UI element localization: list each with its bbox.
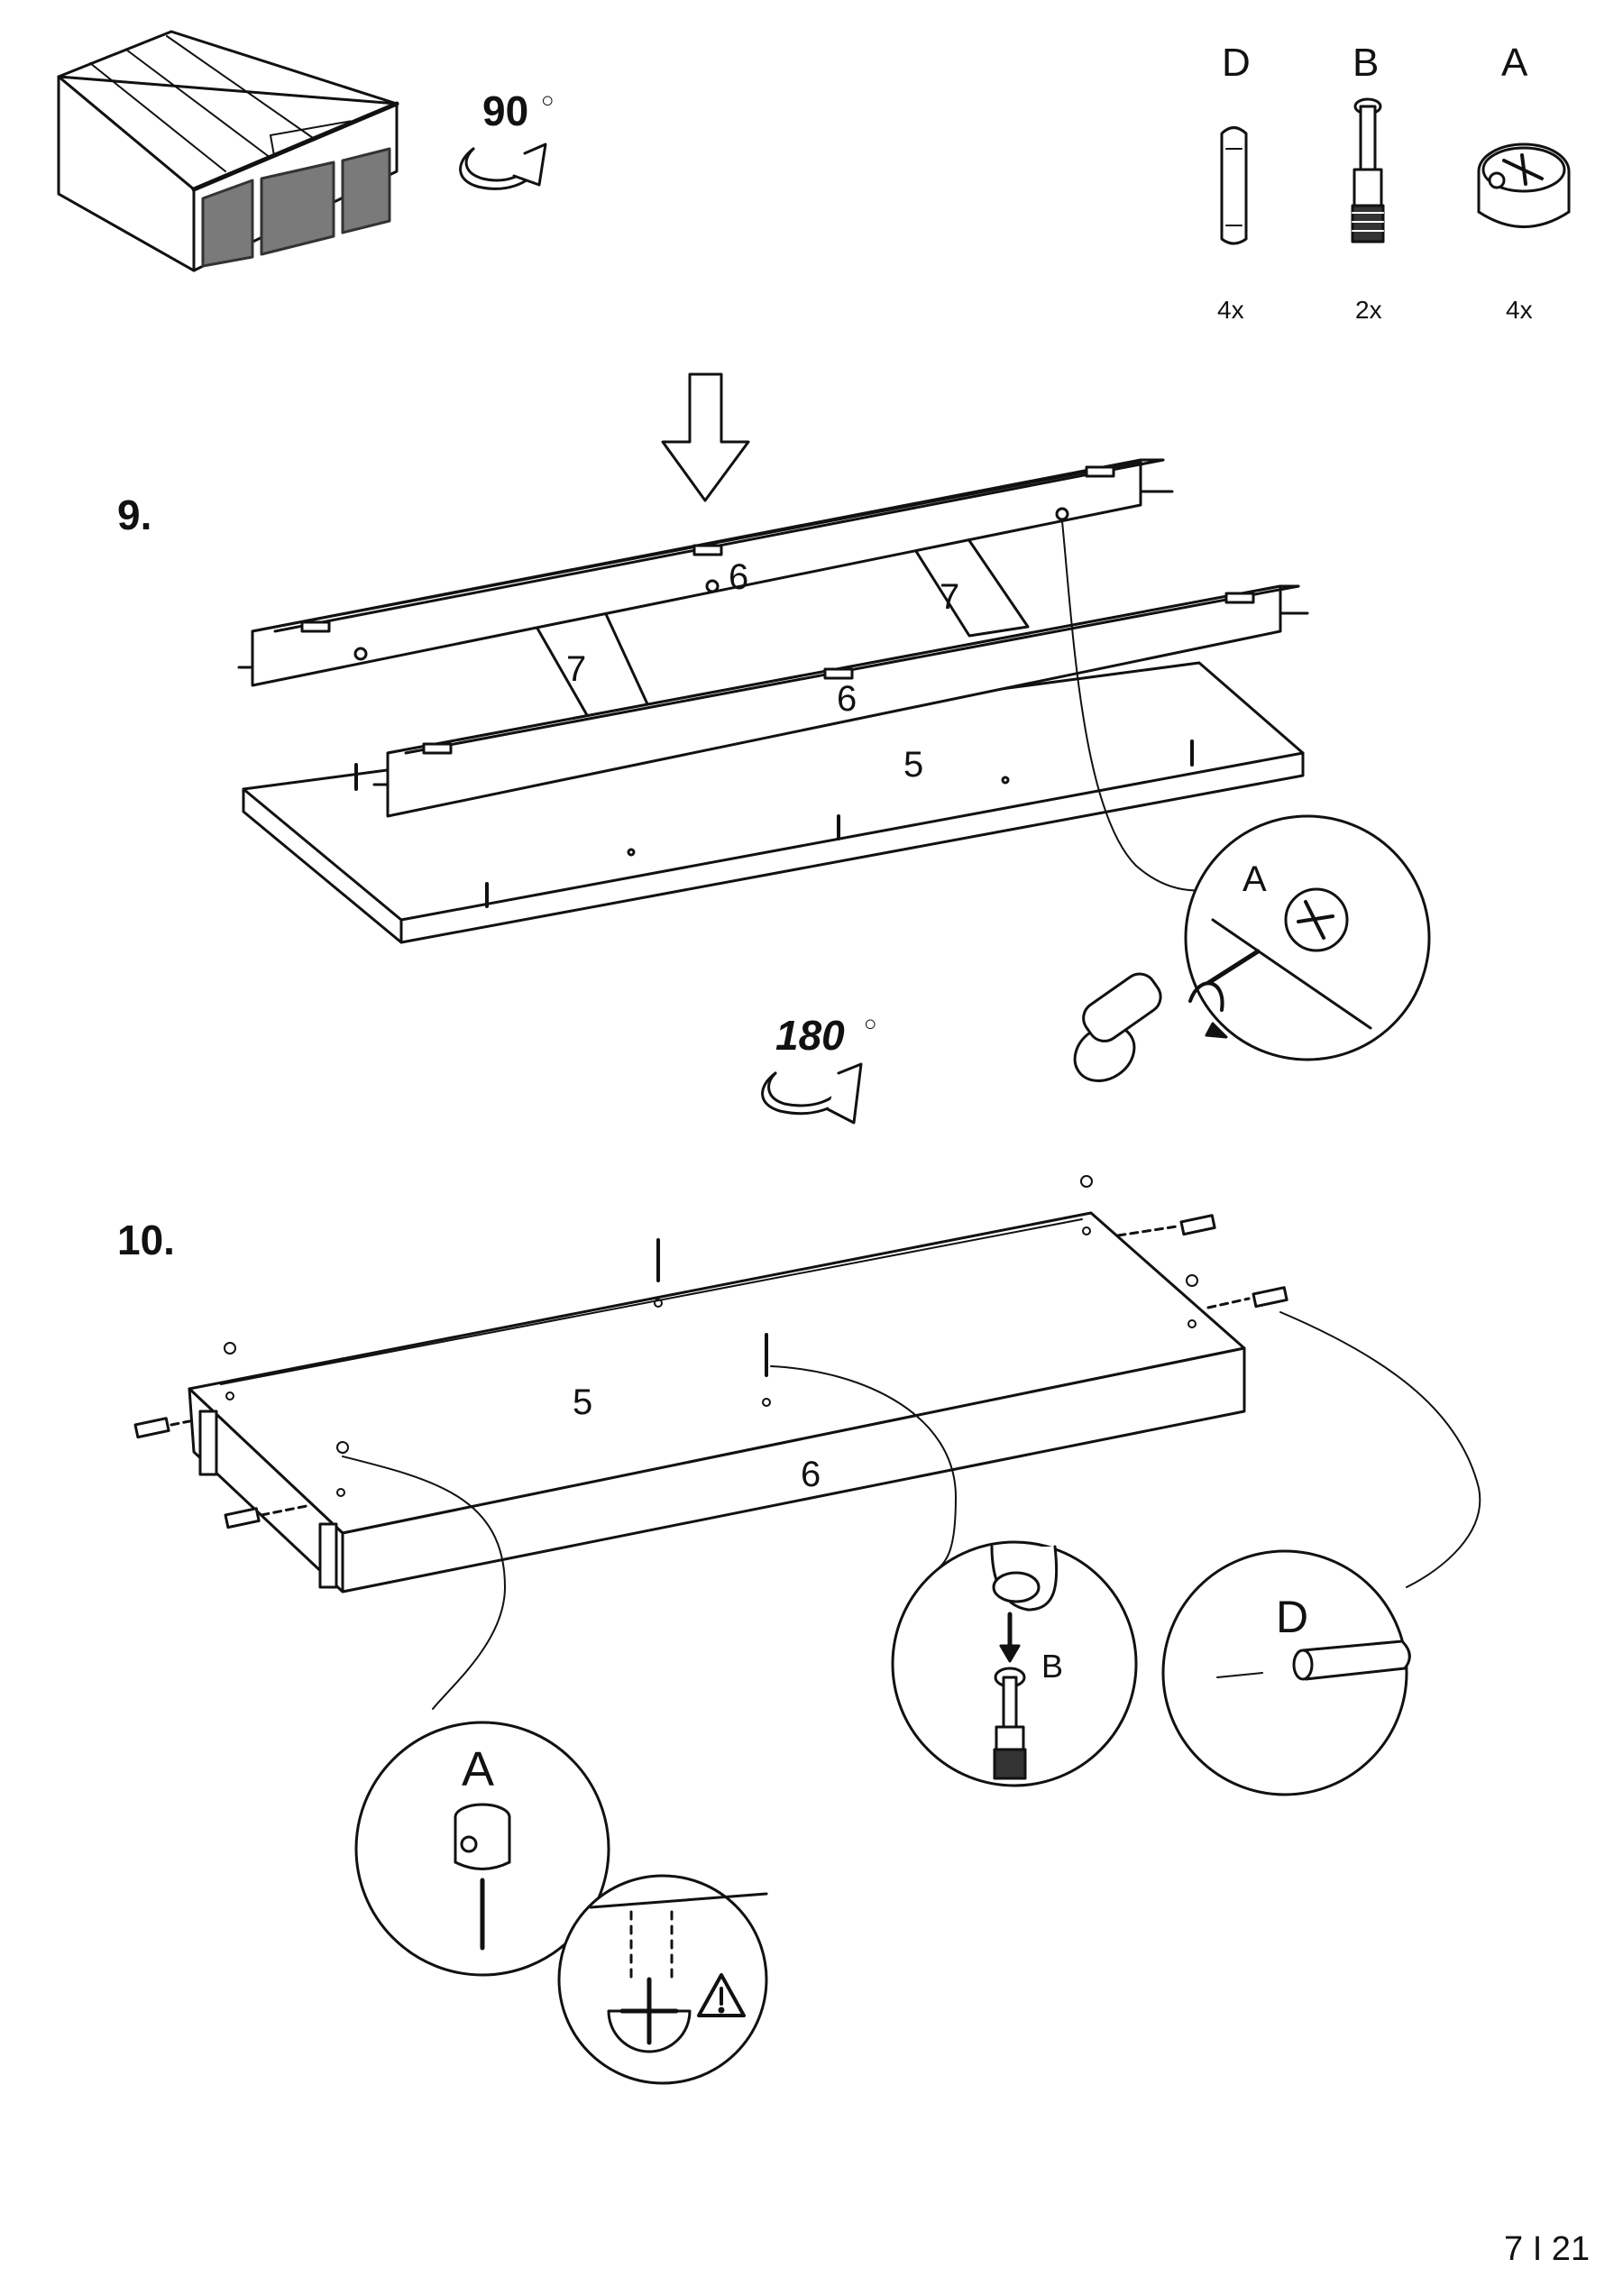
cam-lock-icon (1477, 142, 1571, 228)
hardware-qty-b: 2x (1355, 296, 1382, 324)
step10-part-6: 6 (801, 1455, 821, 1494)
step9-illustration (237, 458, 1431, 1082)
down-arrow-icon (661, 372, 750, 502)
step9-part-6-bottom: 6 (837, 679, 857, 719)
page-number: 7 I 21 (1504, 2230, 1591, 2268)
rotate-180-arrow-icon (761, 1062, 863, 1125)
rotate-90-arrow-icon (459, 142, 547, 190)
hardware-letter-b: B (1352, 41, 1380, 85)
step10-part-5: 5 (573, 1382, 593, 1422)
step9-part-7-left: 7 (566, 649, 587, 689)
step9-callout-a-label: A (1242, 859, 1267, 899)
step10-callout-a-label: A (462, 1742, 495, 1796)
step9-part-7-right: 7 (940, 577, 960, 617)
step9-part-5: 5 (903, 745, 924, 785)
rotation-90-label: 90 (482, 87, 529, 134)
rotation-180-degree: ○ (864, 1012, 877, 1036)
step-10-number: 10. (117, 1217, 175, 1263)
step9-part-6-top: 6 (729, 557, 749, 597)
hardware-letter-d: D (1222, 41, 1251, 85)
warning-icon (697, 1973, 746, 2017)
rotation-180-label: 180 (775, 1012, 845, 1059)
hardware-qty-d: 4x (1217, 296, 1244, 324)
step10-callout-d-label: D (1276, 1592, 1309, 1642)
hardware-qty-a: 4x (1506, 296, 1533, 324)
assembled-unit-illustration (57, 30, 399, 272)
step10-callout-b-label: B (1041, 1648, 1064, 1685)
step10-illustration (133, 1175, 1481, 2085)
cam-bolt-icon (1351, 97, 1385, 243)
rotation-90-degree: ○ (541, 88, 555, 113)
step-9-number: 9. (117, 491, 152, 538)
screwdriver-icon (1073, 949, 1261, 1082)
dowel-icon (1220, 126, 1248, 245)
hardware-letter-a: A (1501, 41, 1528, 85)
